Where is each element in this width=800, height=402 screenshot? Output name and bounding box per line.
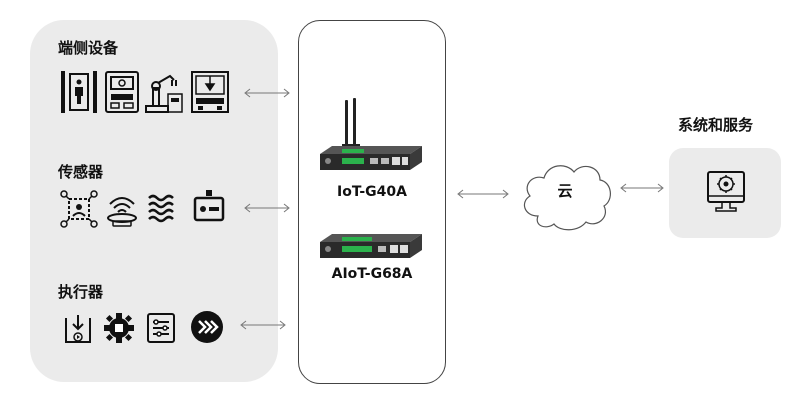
sliders-panel-icon (147, 313, 175, 343)
gateway-g40a-device-icon (320, 98, 422, 170)
services-heading: 系统和服务 (678, 116, 754, 134)
gateway-container (298, 20, 446, 384)
gateway-cloud-arrow (457, 189, 509, 199)
monitor-gear-icon (707, 171, 745, 212)
signal-sensor-icon (107, 197, 137, 227)
gateway-g40a-label: IoT-G40A (337, 184, 407, 200)
fast-forward-icon (191, 311, 223, 343)
heat-waves-icon (148, 194, 174, 223)
face-scan-icon (60, 190, 98, 228)
machine-tool-icon (191, 71, 229, 113)
gateway-g68a-device-icon (320, 234, 422, 258)
cloud-label: 云 (557, 182, 573, 200)
cloud-services-arrow (620, 183, 664, 193)
download-play-icon (65, 315, 91, 343)
sensor-link-arrow (244, 203, 290, 213)
sensors-heading: 传感器 (58, 163, 104, 181)
robot-arm-icon (145, 74, 183, 113)
meter-icon (193, 190, 225, 222)
actuator-link-arrow (240, 320, 286, 330)
gear-icon (104, 313, 134, 343)
endpoint-link-arrow (244, 88, 290, 98)
services-panel (669, 148, 781, 238)
gateway-g68a-label: AIoT-G68A (331, 266, 413, 282)
cloud-icon (523, 165, 611, 231)
endpoint-devices-heading: 端侧设备 (58, 39, 119, 57)
control-panel-icon (105, 71, 139, 113)
actuators-heading: 执行器 (58, 283, 104, 301)
elevator-icon (61, 71, 97, 113)
